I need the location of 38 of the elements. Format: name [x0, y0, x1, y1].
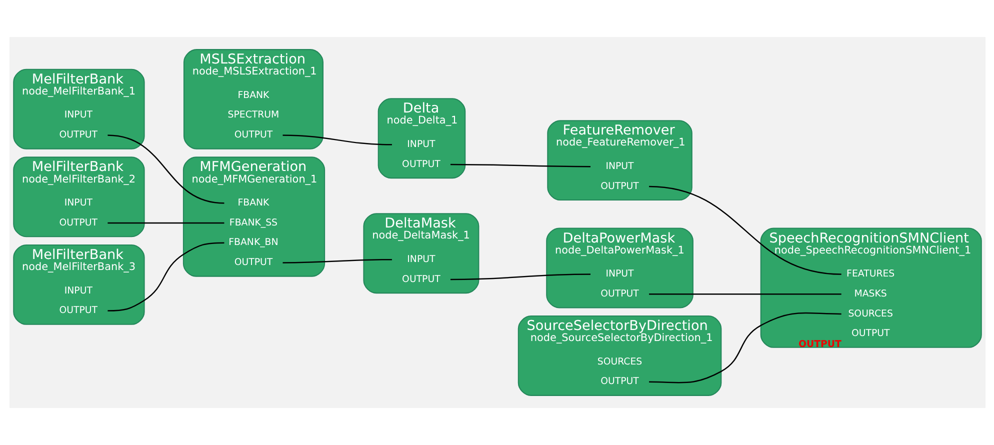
- connector: [107, 222, 224, 224]
- node-text: FEATURES: [846, 268, 894, 280]
- node-text: INPUT: [406, 138, 435, 150]
- connector: [282, 134, 392, 146]
- node-text: OUTPUT: [58, 305, 98, 316]
- node-text: INPUT: [64, 110, 92, 121]
- connector: [450, 274, 590, 280]
- node-text: OUTPUT: [58, 217, 98, 228]
- node-text: OUTPUT: [402, 274, 440, 285]
- node-text: INPUT: [406, 254, 435, 265]
- connector: [107, 242, 224, 312]
- node-text: OUTPUT: [234, 130, 272, 141]
- node-text: OUTPUT: [58, 130, 98, 141]
- node-text: OUTPUT: [402, 158, 440, 170]
- node-text: FBANK_BN: [228, 237, 278, 248]
- node-text: INPUT: [605, 268, 634, 280]
- connector: [282, 258, 392, 264]
- node-text: OUTPUT: [850, 328, 890, 340]
- node-text: MASKS: [854, 288, 886, 300]
- node-text: INPUT: [605, 160, 634, 172]
- connector: [648, 186, 841, 275]
- node-text: OUTPUT: [600, 376, 638, 388]
- node-text: SOURCES: [596, 356, 642, 368]
- node-text: SOURCES: [848, 308, 892, 320]
- node-label: OUTPUT: [798, 339, 841, 350]
- node-text: FBANK: [237, 90, 269, 101]
- node-text: INPUT: [64, 197, 92, 208]
- connector: [648, 312, 841, 384]
- node-text: FBANK_SS: [228, 217, 278, 228]
- node-text: FBANK: [237, 197, 269, 208]
- node-text: SPECTRUM: [227, 110, 279, 121]
- node-text: OUTPUT: [600, 288, 638, 300]
- node-text: OUTPUT: [600, 180, 638, 192]
- connector: [450, 164, 590, 168]
- node-text: OUTPUT: [234, 257, 272, 268]
- node-text: INPUT: [64, 285, 92, 296]
- connector: [107, 134, 224, 204]
- connector: [648, 293, 841, 295]
